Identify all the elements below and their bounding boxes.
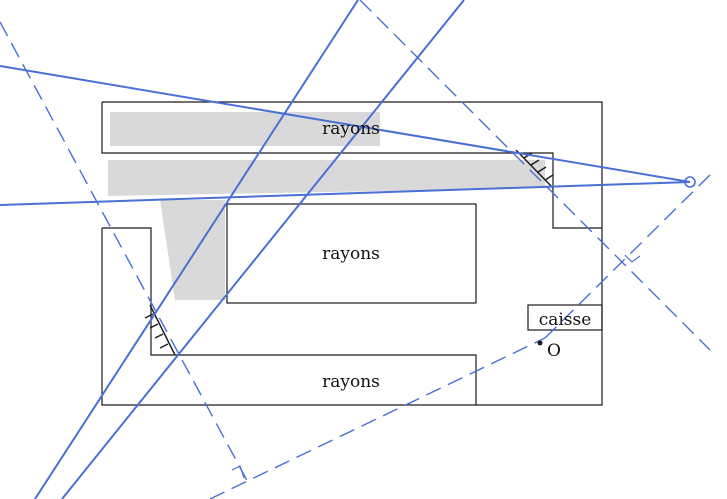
dashed-line-to-o — [209, 337, 546, 499]
label-shelf-bottom: rayons — [322, 372, 380, 392]
point-o-marker — [537, 340, 543, 346]
right-angle-marker-right — [624, 254, 641, 263]
label-point-o: O — [547, 341, 561, 361]
shaded-zone-left — [160, 200, 225, 300]
top-shelf-block — [101, 101, 603, 229]
shaded-zone-top — [110, 112, 380, 146]
shaded-zone-corridor — [108, 160, 545, 196]
dashed-normal-left — [0, 21, 251, 487]
dashed-normal-right — [359, 0, 711, 351]
dashed-line-o-to-eye — [544, 169, 716, 339]
mirror-bottom-left — [144, 304, 176, 356]
store-outer-wall-right — [476, 228, 603, 406]
bottom-shelf-block — [101, 227, 477, 406]
right-angle-marker-bottom — [231, 465, 245, 479]
label-checkout: caisse — [539, 310, 592, 330]
shaded-zones — [108, 112, 545, 300]
observer-eye-icon — [684, 176, 696, 188]
label-shelf-top: rayons — [322, 119, 380, 139]
ray-upper-to-eye — [0, 65, 691, 183]
checkout-box — [527, 304, 603, 331]
middle-shelf-block — [226, 203, 477, 304]
ray-lower-to-eye — [0, 181, 691, 206]
label-shelf-middle: rayons — [322, 244, 380, 264]
ray-steep-left — [34, 0, 359, 499]
store-walls — [101, 101, 603, 406]
ray-steep-right — [61, 0, 465, 499]
